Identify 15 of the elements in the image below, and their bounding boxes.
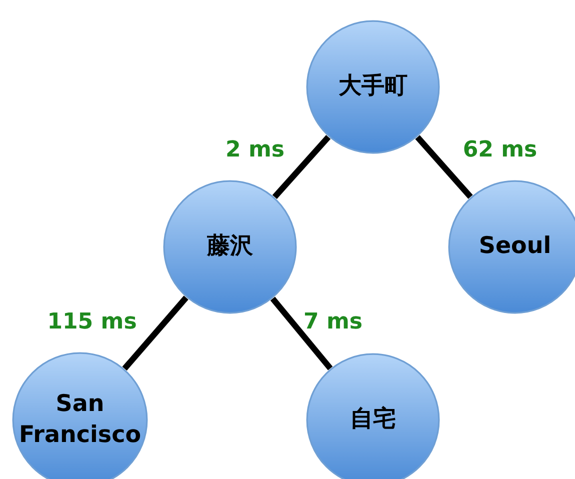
connector-line [272, 134, 331, 200]
connector-line [270, 296, 333, 370]
connector-line [415, 135, 473, 199]
latency-label: 2 ms [226, 138, 284, 162]
latency-label: 115 ms [47, 310, 137, 334]
place-name: 藤沢 [207, 232, 253, 262]
latency-label: 7 ms [304, 310, 362, 334]
place-name: Seoul [478, 232, 552, 262]
connector-line [122, 296, 188, 371]
location-circle [306, 20, 440, 154]
place-name: 大手町 [338, 72, 408, 102]
location-circle [163, 180, 297, 314]
latency-label: 62 ms [462, 138, 538, 162]
place-name: 自宅 [350, 405, 396, 434]
place-name: San Francisco [18, 390, 142, 450]
